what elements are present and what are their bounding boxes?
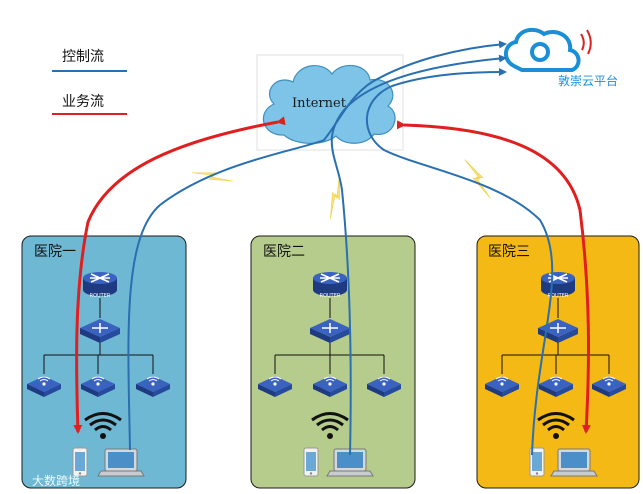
internet-label: Internet <box>292 96 347 111</box>
router-label: ROUTER <box>320 293 341 299</box>
lightning-bolt-icon <box>454 159 501 199</box>
lightning-bolt-icon <box>316 173 354 220</box>
platform-label: 敦崇云平台 <box>558 73 618 88</box>
watermark-text: 大数跨境 <box>32 473 80 488</box>
business-flow-line-1 <box>73 116 286 434</box>
hospital-2-label: 医院二 <box>263 244 305 260</box>
control-flow-line-2 <box>330 54 507 456</box>
platform-logo: 敦崇云平台 <box>504 27 618 88</box>
hospital-1-label: 医院一 <box>34 244 76 260</box>
router-label: ROUTER <box>90 293 111 299</box>
legend-business-label: 业务流 <box>62 94 104 110</box>
laptop-icon <box>550 448 598 477</box>
hospital-3-label: 医院三 <box>488 244 530 260</box>
lightning-bolt-icon <box>191 160 234 194</box>
internet-cloud: Internet <box>256 54 404 151</box>
legend: 控制流 业务流 <box>52 49 127 115</box>
business-flow-lines <box>73 116 591 434</box>
legend-control-label: 控制流 <box>62 49 104 65</box>
laptop-icon <box>97 448 145 477</box>
phone-icon <box>72 447 88 477</box>
business-flow-line-2 <box>396 120 591 434</box>
phone-icon <box>303 447 319 477</box>
